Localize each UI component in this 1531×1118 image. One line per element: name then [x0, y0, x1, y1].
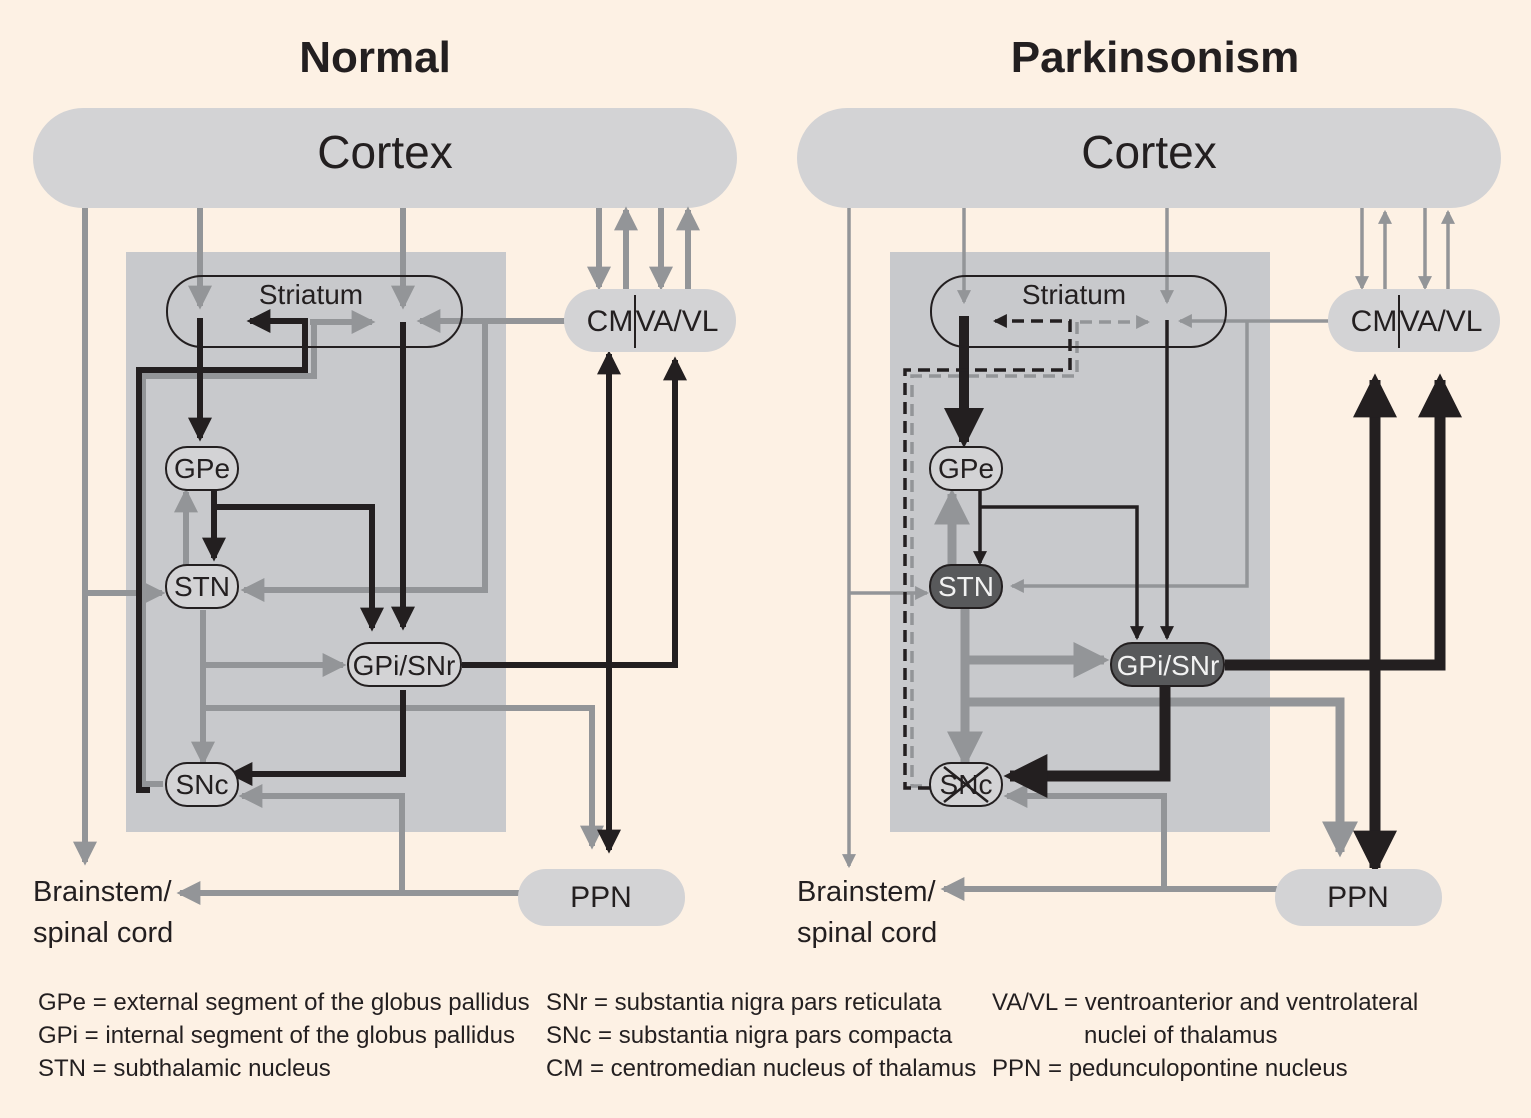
stn-label: STN: [174, 571, 230, 602]
striatum-label: Striatum: [259, 279, 363, 310]
arrow-gpe-gpi: [980, 505, 1144, 641]
cortex-label: Cortex: [317, 126, 452, 178]
brainstem-label-line1: Brainstem/: [797, 876, 937, 908]
arrow-gpi-vavl: [1225, 373, 1462, 671]
gpi-snr-label: GPi/SNr: [353, 650, 456, 681]
snc-cross-icon: [943, 766, 989, 803]
arrow-snc-striatum-black: [136, 309, 308, 793]
gpe-label: GPe: [938, 453, 994, 484]
brainstem-label-line2: spinal cord: [33, 917, 173, 949]
legend-column-2: SNr = substantia nigra pars reticulata S…: [546, 986, 976, 1085]
panel-title-parkinsonism: Parkinsonism: [1011, 33, 1300, 82]
arrow-gpi-vavl: [462, 356, 687, 668]
arrow-stn-ppn: [203, 705, 604, 850]
snc-node: [165, 762, 239, 807]
legend-column-1: GPe = external segment of the globus pal…: [38, 986, 530, 1085]
legend-column-3: VA/VL = ventroanterior and ventrolateral…: [992, 986, 1418, 1085]
cm-label: CM: [587, 305, 634, 338]
cortex-node: [797, 108, 1501, 208]
legend-snr: SNr = substantia nigra pars reticulata: [546, 989, 942, 1016]
gpe-label: GPe: [174, 453, 230, 484]
path-snc-striatum-gray-dashed: [910, 322, 1079, 788]
arrow-snc-striatum-black-dashed: [903, 314, 1072, 790]
vavl-label: VA/VL: [636, 305, 719, 338]
arrow-gpi-snc: [228, 690, 406, 786]
gpi-snr-label: GPi/SNr: [1117, 650, 1220, 681]
legend-gpi: GPi = internal segment of the globus pal…: [38, 1022, 515, 1049]
cortex-label: Cortex: [1081, 126, 1216, 178]
arrow-ppn-snc: [238, 784, 405, 893]
thalamus-node: [564, 289, 736, 352]
ppn-node: [518, 869, 685, 926]
gpe-node: [929, 446, 1003, 491]
gpi-snr-node-overactive: [1110, 642, 1225, 687]
arrow-cm-stn: [240, 321, 488, 602]
legend-vavl-line2: nuclei of thalamus: [1084, 1022, 1278, 1049]
panel-normal: Normal Cortex: [33, 33, 737, 949]
ppn-label: PPN: [1327, 881, 1389, 914]
stn-node: [165, 564, 239, 609]
panel-parkinsonism: Parkinsonism Cortex: [797, 33, 1501, 949]
legend-snc: SNc = substantia nigra pars compacta: [546, 1022, 953, 1049]
ppn-node: [1275, 869, 1442, 926]
brainstem-label-line2: spinal cord: [797, 917, 937, 949]
arrow-cm-stn: [1009, 321, 1249, 593]
legend-cm: CM = centromedian nucleus of thalamus: [546, 1055, 977, 1082]
striatum-node: [166, 275, 463, 348]
stn-label: STN: [938, 571, 994, 602]
thalamus-node: [1328, 289, 1500, 352]
legend-ppn: PPN = pedunculopontine nucleus: [992, 1055, 1348, 1082]
vavl-label: VA/VL: [1400, 305, 1483, 338]
excitatory-pathways: [73, 206, 700, 905]
panel-title-normal: Normal: [299, 33, 451, 82]
arrow-gpe-gpi: [214, 504, 384, 632]
ppn-label: PPN: [570, 881, 632, 914]
arrow-gpi-snc: [1003, 686, 1171, 798]
arrow-ppn-snc: [1003, 784, 1167, 889]
brainstem-label-line1: Brainstem/: [33, 876, 173, 908]
arrow-stn-ppn: [965, 697, 1358, 858]
snc-label: SNc: [176, 769, 229, 800]
striatum-label: Striatum: [1022, 279, 1126, 310]
striatum-node: [930, 275, 1227, 348]
legend-gpe: GPe = external segment of the globus pal…: [38, 989, 530, 1016]
legend-vavl-line1: VA/VL = ventroanterior and ventrolateral: [992, 989, 1419, 1016]
stn-node-overactive: [929, 564, 1003, 609]
path-snc-striatum-gray: [140, 322, 317, 787]
cortex-node: [33, 108, 737, 208]
inhibitory-pathways: [136, 309, 687, 854]
gpe-node: [165, 446, 239, 491]
legend-stn: STN = subthalamic nucleus: [38, 1055, 331, 1082]
cm-label: CM: [1351, 305, 1398, 338]
gpi-snr-node: [347, 642, 462, 687]
inhibitory-pathways: [903, 314, 1462, 875]
excitatory-pathways: [842, 208, 1455, 901]
